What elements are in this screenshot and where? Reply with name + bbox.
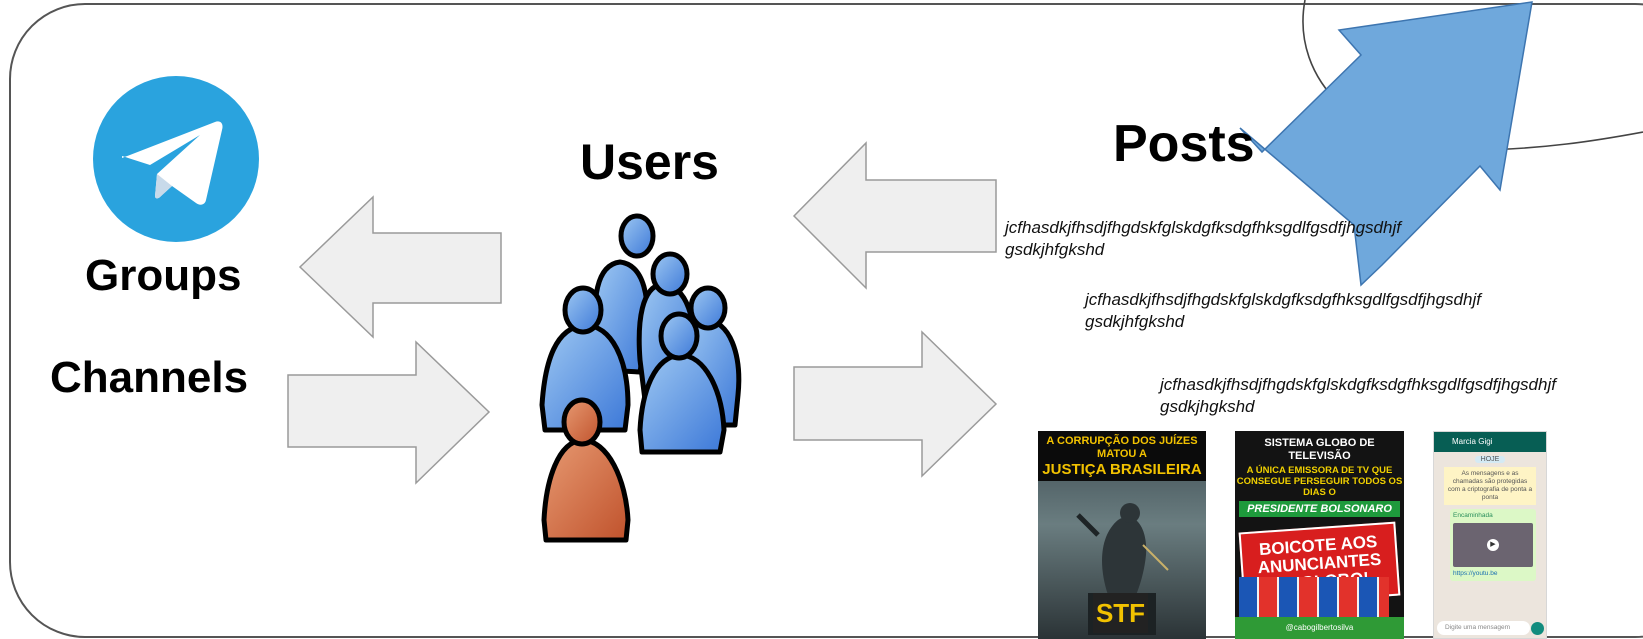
bidirectional-arrow [1239, 1, 1533, 287]
label-posts: Posts [1113, 115, 1255, 173]
day-label: HOJE [1475, 456, 1505, 463]
video-thumbnail: ▶ [1453, 523, 1533, 567]
chat-header: Marcia Gigi [1434, 432, 1546, 452]
users-group-icon [539, 213, 742, 543]
play-icon: ▶ [1487, 539, 1499, 551]
message-input: Digite uma mensagem [1437, 621, 1530, 635]
poster-header: A CORRUPÇÃO DOS JUÍZES MATOU A JUSTIÇA B… [1038, 431, 1206, 481]
post-text-2: jcfhasdkjfhsdjfhgdskfglskdgfksdgfhksgdlf… [1085, 290, 1481, 331]
arrow-users-to-posts [793, 330, 998, 478]
forwarded-message: Encaminhada ▶ https://youtu.be [1450, 509, 1536, 581]
post-text-1: jcfhasdkjfhsdjfhgdskfglskdgfksdgfhksgdlf… [1005, 218, 1401, 259]
mic-icon [1531, 622, 1544, 635]
poster-stf-badge: STF [1093, 593, 1148, 633]
arrow-channels-to-users [287, 340, 491, 485]
arrow-users-to-groups [298, 195, 502, 339]
container-border [9, 3, 1643, 638]
telegram-logo-icon [93, 76, 259, 242]
post-text-3: jcfhasdkjfhsdjfhgdskfglskdgfksdgfhksgdlf… [1160, 375, 1556, 416]
sponsor-logos [1239, 577, 1389, 617]
label-users: Users [580, 134, 719, 190]
post-image-stf: A CORRUPÇÃO DOS JUÍZES MATOU A JUSTIÇA B… [1038, 431, 1206, 639]
encryption-notice: As mensagens e as chamadas são protegida… [1444, 467, 1536, 505]
post-image-globo: SISTEMA GLOBO DE TELEVISÃO A ÚNICA EMISS… [1235, 431, 1404, 639]
label-groups: Groups [85, 251, 242, 300]
arrow-posts-to-users [792, 141, 997, 290]
label-channels: Channels [50, 353, 249, 402]
post-image-whatsapp: Marcia Gigi HOJE As mensagens e as chama… [1433, 431, 1547, 639]
